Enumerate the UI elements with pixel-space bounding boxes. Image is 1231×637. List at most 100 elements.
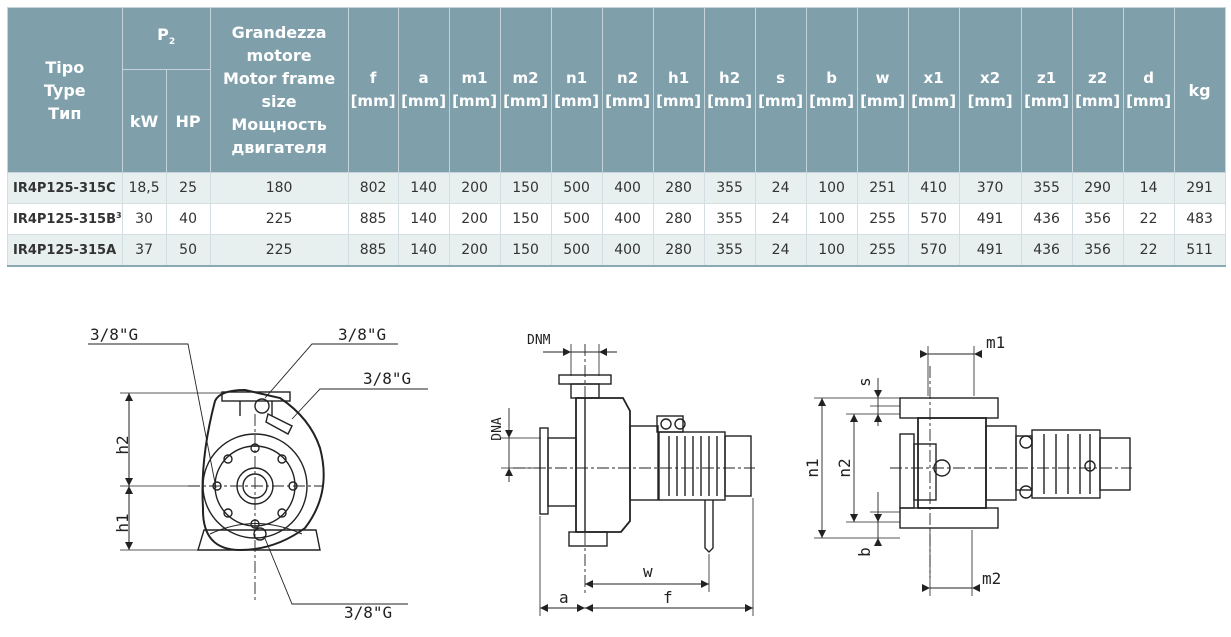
dim-cell: 140 <box>397 172 450 204</box>
dim-label-m2: m2 <box>982 569 1001 588</box>
dim-label-m1: m1 <box>986 333 1005 352</box>
dim-header-d: d[mm] <box>1122 7 1175 173</box>
table-row: IR4P125-315A 37 50 225 885 140 200 150 5… <box>7 234 1226 267</box>
dim-cell: 355 <box>703 234 756 267</box>
model-cell: IR4P125-315A <box>7 234 123 267</box>
frame-cell: 180 <box>209 172 349 204</box>
dim-cell: 400 <box>601 234 654 267</box>
dim-header-n1: n1[mm] <box>550 7 603 173</box>
table-row: IR4P125-315C 18,5 25 180 802 140 200 150… <box>7 172 1226 204</box>
dim-header-x1: x1[mm] <box>907 7 960 173</box>
dim-cell: 24 <box>754 203 807 235</box>
dim-header-f: f[mm] <box>347 7 399 173</box>
frame-cell: 225 <box>209 203 349 235</box>
dim-cell: 280 <box>652 203 705 235</box>
kw-cell: 37 <box>121 234 167 267</box>
dim-cell: 491 <box>958 234 1022 267</box>
dim-label-s: s <box>855 377 874 387</box>
kg-cell: 291 <box>1173 172 1226 204</box>
dim-cell: 356 <box>1071 234 1124 267</box>
dim-cell: 436 <box>1020 203 1073 235</box>
dim-cell: 22 <box>1122 203 1175 235</box>
dim-cell: 355 <box>703 172 756 204</box>
p2-header: P2 <box>121 7 211 70</box>
dim-header-n2: n2[mm] <box>601 7 654 173</box>
dim-cell: 22 <box>1122 234 1175 267</box>
port-label-right: 3/8"G <box>363 369 411 388</box>
dim-cell: 280 <box>652 172 705 204</box>
model-cell: IR4P125-315B3 <box>7 203 123 235</box>
dim-cell: 14 <box>1122 172 1175 204</box>
dim-cell: 140 <box>397 234 450 267</box>
dim-label-h2: h2 <box>113 435 132 454</box>
dim-cell: 400 <box>601 172 654 204</box>
dim-cell: 255 <box>856 203 909 235</box>
frame-header: Grandezza motore Motor frame size Мощнос… <box>209 7 349 173</box>
dim-header-m2: m2[mm] <box>499 7 552 173</box>
dim-header-z2: z2[mm] <box>1071 7 1124 173</box>
dim-cell: 24 <box>754 234 807 267</box>
hp-cell: 50 <box>165 234 211 267</box>
dim-header-b: b[mm] <box>805 7 858 173</box>
side-view-drawing: DNM DNA w a f <box>490 333 755 616</box>
kw-header: kW <box>121 69 167 173</box>
dim-header-h2: h2[mm] <box>703 7 756 173</box>
dim-cell: 355 <box>1020 172 1073 204</box>
dim-label-f: f <box>663 588 673 607</box>
dim-label-a: a <box>559 588 569 607</box>
dim-header-h1: h1[mm] <box>652 7 705 173</box>
type-header: Tipo Type Тип <box>7 7 123 173</box>
dim-cell: 500 <box>550 234 603 267</box>
dim-cell: 200 <box>448 172 501 204</box>
dim-cell: 500 <box>550 203 603 235</box>
dim-label-n2: n2 <box>835 458 854 477</box>
dim-cell: 885 <box>347 203 399 235</box>
kw-cell: 18,5 <box>121 172 167 204</box>
dim-cell: 355 <box>703 203 756 235</box>
kg-cell: 483 <box>1173 203 1226 235</box>
dim-cell: 570 <box>907 234 960 267</box>
dim-header-m1: m1[mm] <box>448 7 501 173</box>
dim-cell: 290 <box>1071 172 1124 204</box>
dim-cell: 885 <box>347 234 399 267</box>
table-row: IR4P125-315B3 30 40 225 885 140 200 150 … <box>7 203 1226 235</box>
dim-cell: 370 <box>958 172 1022 204</box>
dim-cell: 280 <box>652 234 705 267</box>
dim-cell: 24 <box>754 172 807 204</box>
kw-cell: 30 <box>121 203 167 235</box>
dim-header-x2: x2[mm] <box>958 7 1022 173</box>
dim-header-z1: z1[mm] <box>1020 7 1073 173</box>
dim-cell: 356 <box>1071 203 1124 235</box>
spec-table: Tipo Type Тип P2 Grandezza motore Motor … <box>7 7 1226 267</box>
front-view-drawing: 3/8"G 3/8"G 3/8"G 3/8"G h2 h1 <box>88 325 428 622</box>
dim-cell: 400 <box>601 203 654 235</box>
dim-cell: 251 <box>856 172 909 204</box>
dim-cell: 150 <box>499 172 552 204</box>
dim-cell: 100 <box>805 234 858 267</box>
dim-label-dnm: DNM <box>527 333 551 348</box>
dim-label-n1: n1 <box>803 458 822 477</box>
dim-cell: 200 <box>448 234 501 267</box>
dim-cell: 100 <box>805 172 858 204</box>
dim-label-w: w <box>643 562 653 581</box>
model-cell: IR4P125-315C <box>7 172 123 204</box>
dim-cell: 150 <box>499 203 552 235</box>
port-label-top-right: 3/8"G <box>338 325 386 344</box>
dim-cell: 200 <box>448 203 501 235</box>
dim-label-b: b <box>855 547 874 557</box>
dim-cell: 100 <box>805 203 858 235</box>
dim-cell: 410 <box>907 172 960 204</box>
dim-label-dna: DNA <box>490 417 505 441</box>
dim-cell: 255 <box>856 234 909 267</box>
dim-header-w: w[mm] <box>856 7 909 173</box>
kg-cell: 511 <box>1173 234 1226 267</box>
dim-cell: 150 <box>499 234 552 267</box>
kg-header: kg <box>1173 7 1226 173</box>
hp-cell: 25 <box>165 172 211 204</box>
hp-cell: 40 <box>165 203 211 235</box>
top-view-drawing: m1 m2 s b n1 n2 <box>803 333 1132 596</box>
dim-header-s: s[mm] <box>754 7 807 173</box>
port-label-bottom: 3/8"G <box>344 603 392 622</box>
frame-cell: 225 <box>209 234 349 267</box>
hp-header: HP <box>165 69 211 173</box>
